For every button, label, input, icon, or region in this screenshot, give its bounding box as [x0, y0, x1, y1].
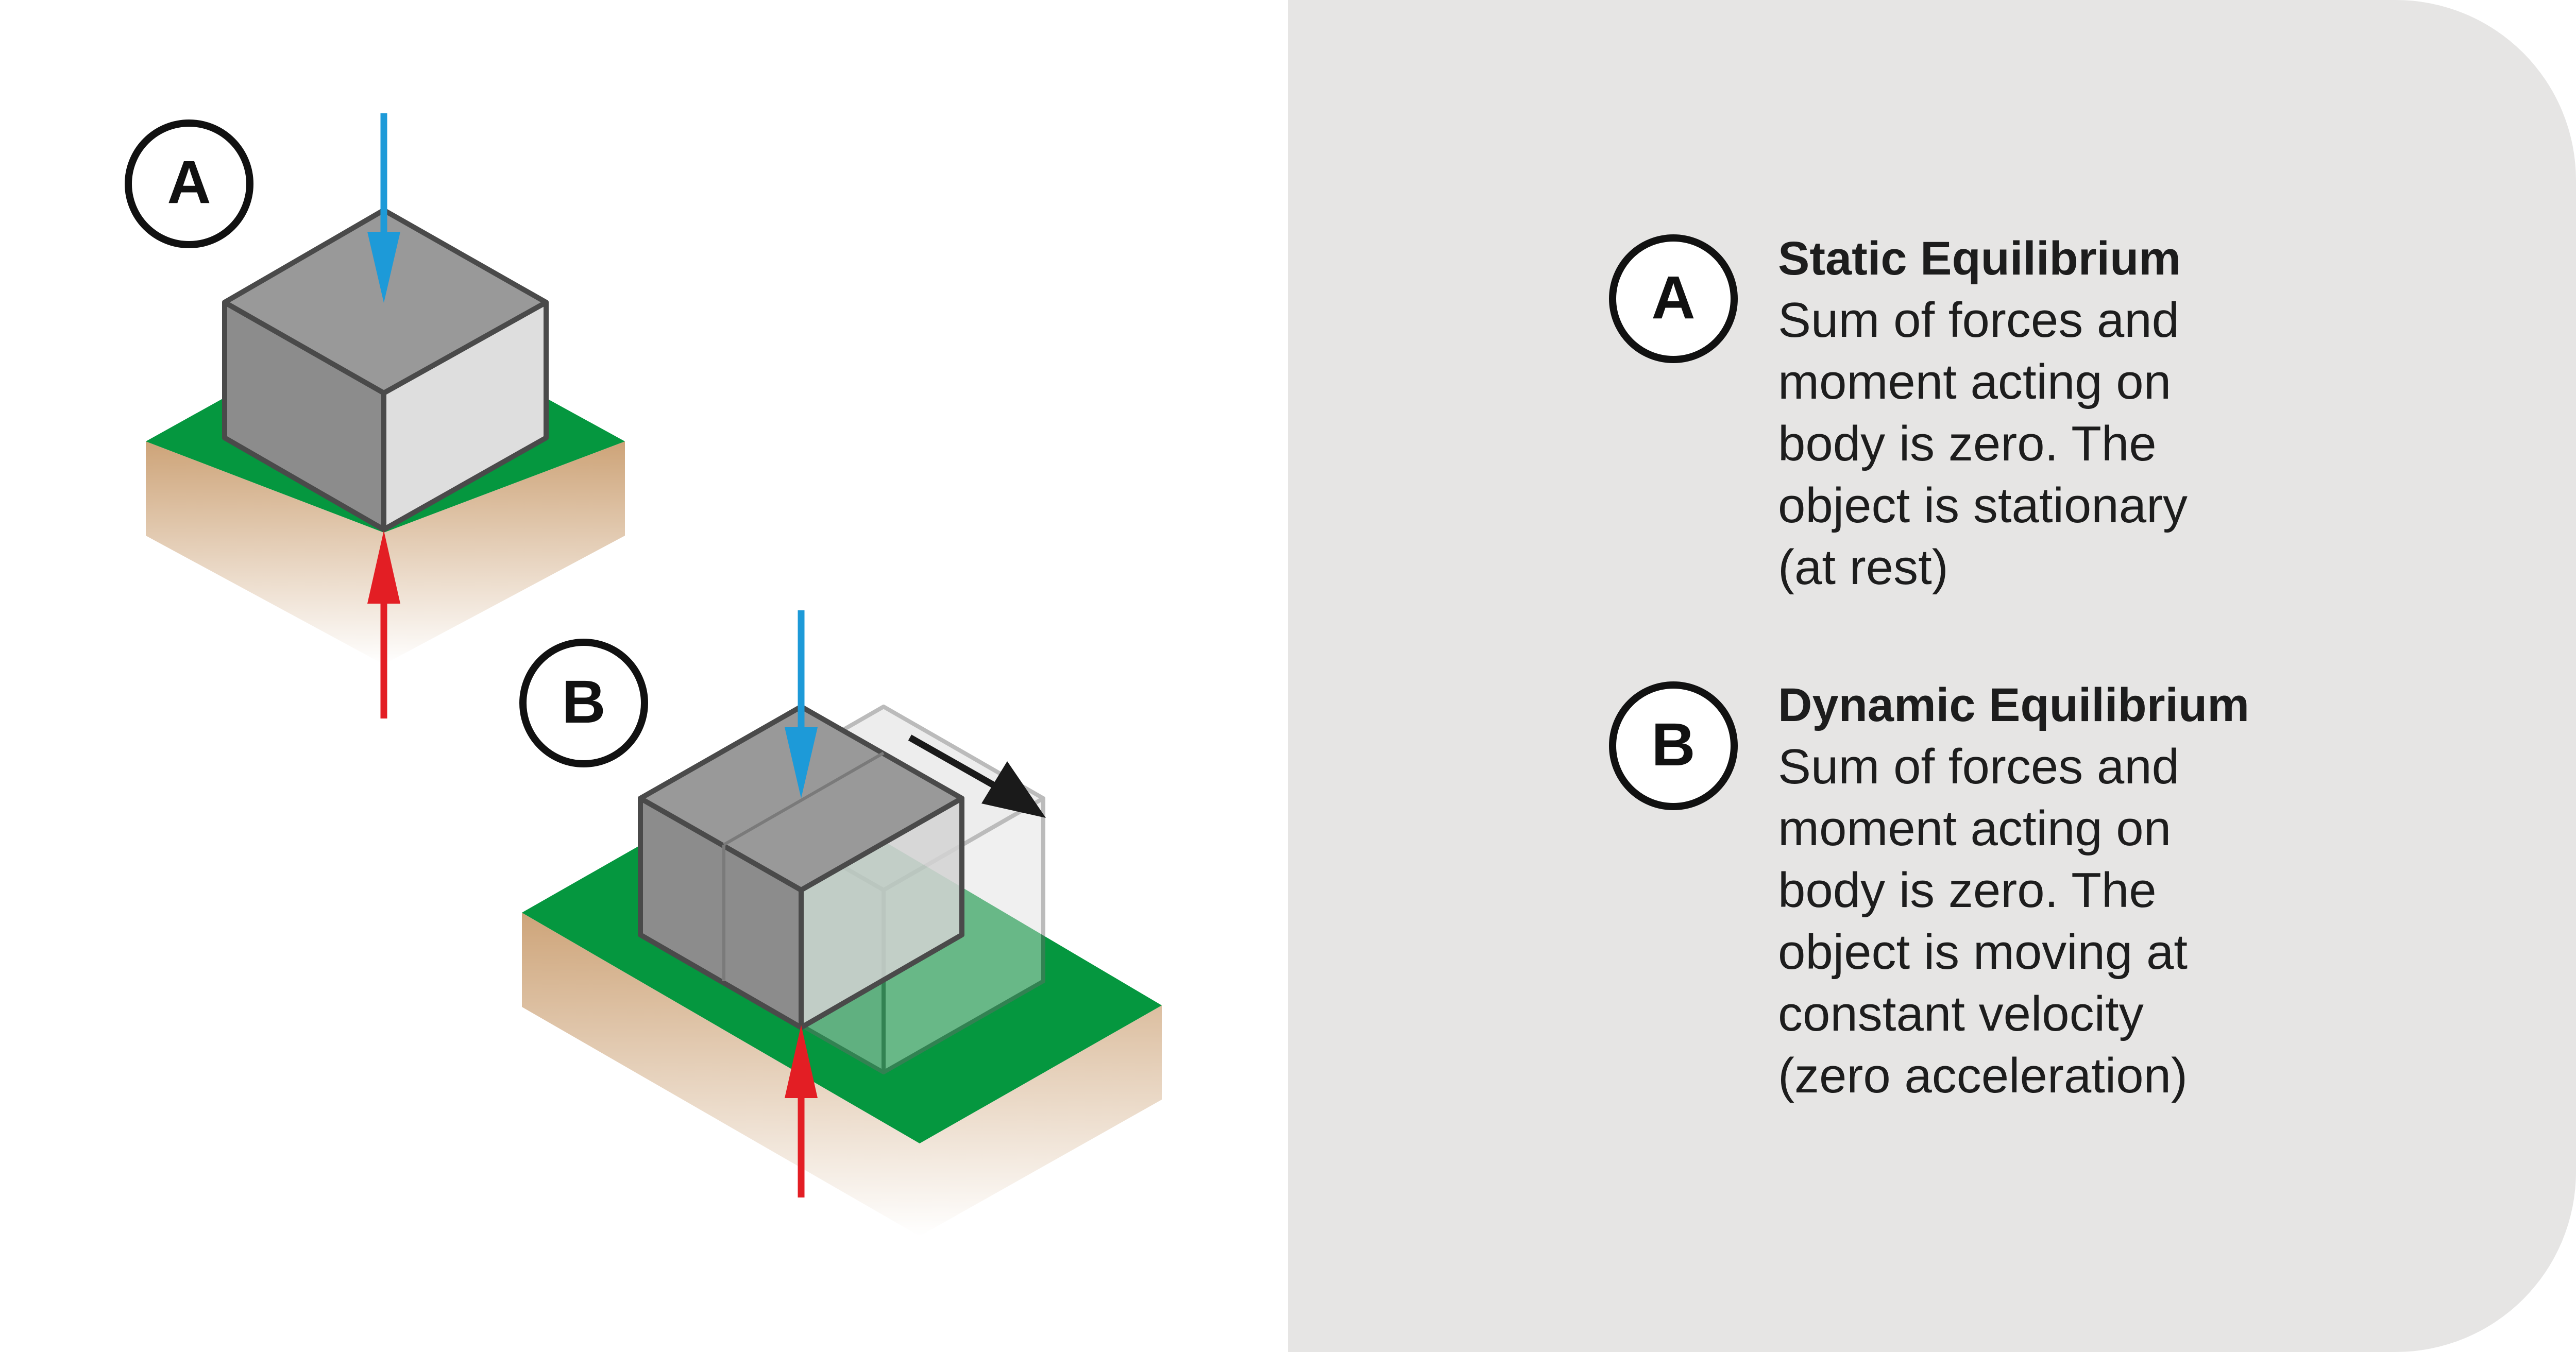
badge-a-label: A: [167, 148, 211, 216]
legend-description-line: (zero acceleration): [1778, 1048, 2188, 1103]
legend-description-line: object is moving at: [1778, 925, 2188, 980]
panel-b: B: [519, 610, 1162, 1236]
panel-a: A: [125, 113, 625, 718]
legend-badge-b-circle: [1609, 681, 1738, 810]
soil-block-b: [522, 913, 1162, 1236]
legend-item-dynamic-equilibrium: Dynamic Equilibrium Sum of forces and mo…: [1778, 674, 2540, 1107]
legend-description-line: (at rest): [1778, 540, 1948, 595]
legend-badge-a-label: A: [1651, 264, 1695, 332]
motion-arrowhead-b: [981, 761, 1046, 818]
normal-arrowhead-b: [785, 1025, 818, 1098]
legend-title: Static Equilibrium: [1778, 232, 2181, 285]
legend-item-static-equilibrium: Static Equilibrium Sum of forces and mom…: [1778, 228, 2540, 598]
legend-description-line: Sum of forces and: [1778, 293, 2180, 348]
legend-description-line: moment acting on: [1778, 354, 2172, 409]
legend-description-line: body is zero. The: [1778, 863, 2157, 918]
gravity-arrowhead-a: [367, 232, 400, 303]
legend-description-line: body is zero. The: [1778, 416, 2157, 471]
legend-description-line: constant velocity: [1778, 986, 2144, 1041]
legend-badge-a-circle: [1609, 234, 1738, 363]
legend-panel: [1288, 0, 2576, 1352]
motion-arrow-b: [908, 734, 999, 790]
badge-b-circle: [519, 639, 648, 767]
normal-arrowhead-a: [367, 530, 400, 604]
gravity-arrowhead-b: [785, 727, 818, 798]
legend-description-line: object is stationary: [1778, 478, 2188, 533]
legend-description-line: Sum of forces and: [1778, 739, 2180, 794]
box-a-top-face: [222, 208, 549, 396]
legend-description-line: moment acting on: [1778, 801, 2172, 856]
badge-b-label: B: [562, 668, 605, 736]
legend-badge-b-label: B: [1651, 711, 1695, 779]
legend-title: Dynamic Equilibrium: [1778, 679, 2250, 731]
badge-a-circle: [125, 119, 253, 248]
ghost-edge-through-top: [723, 751, 885, 846]
legend-badge-b: B: [1609, 681, 1738, 810]
legend-badge-a: A: [1609, 234, 1738, 363]
